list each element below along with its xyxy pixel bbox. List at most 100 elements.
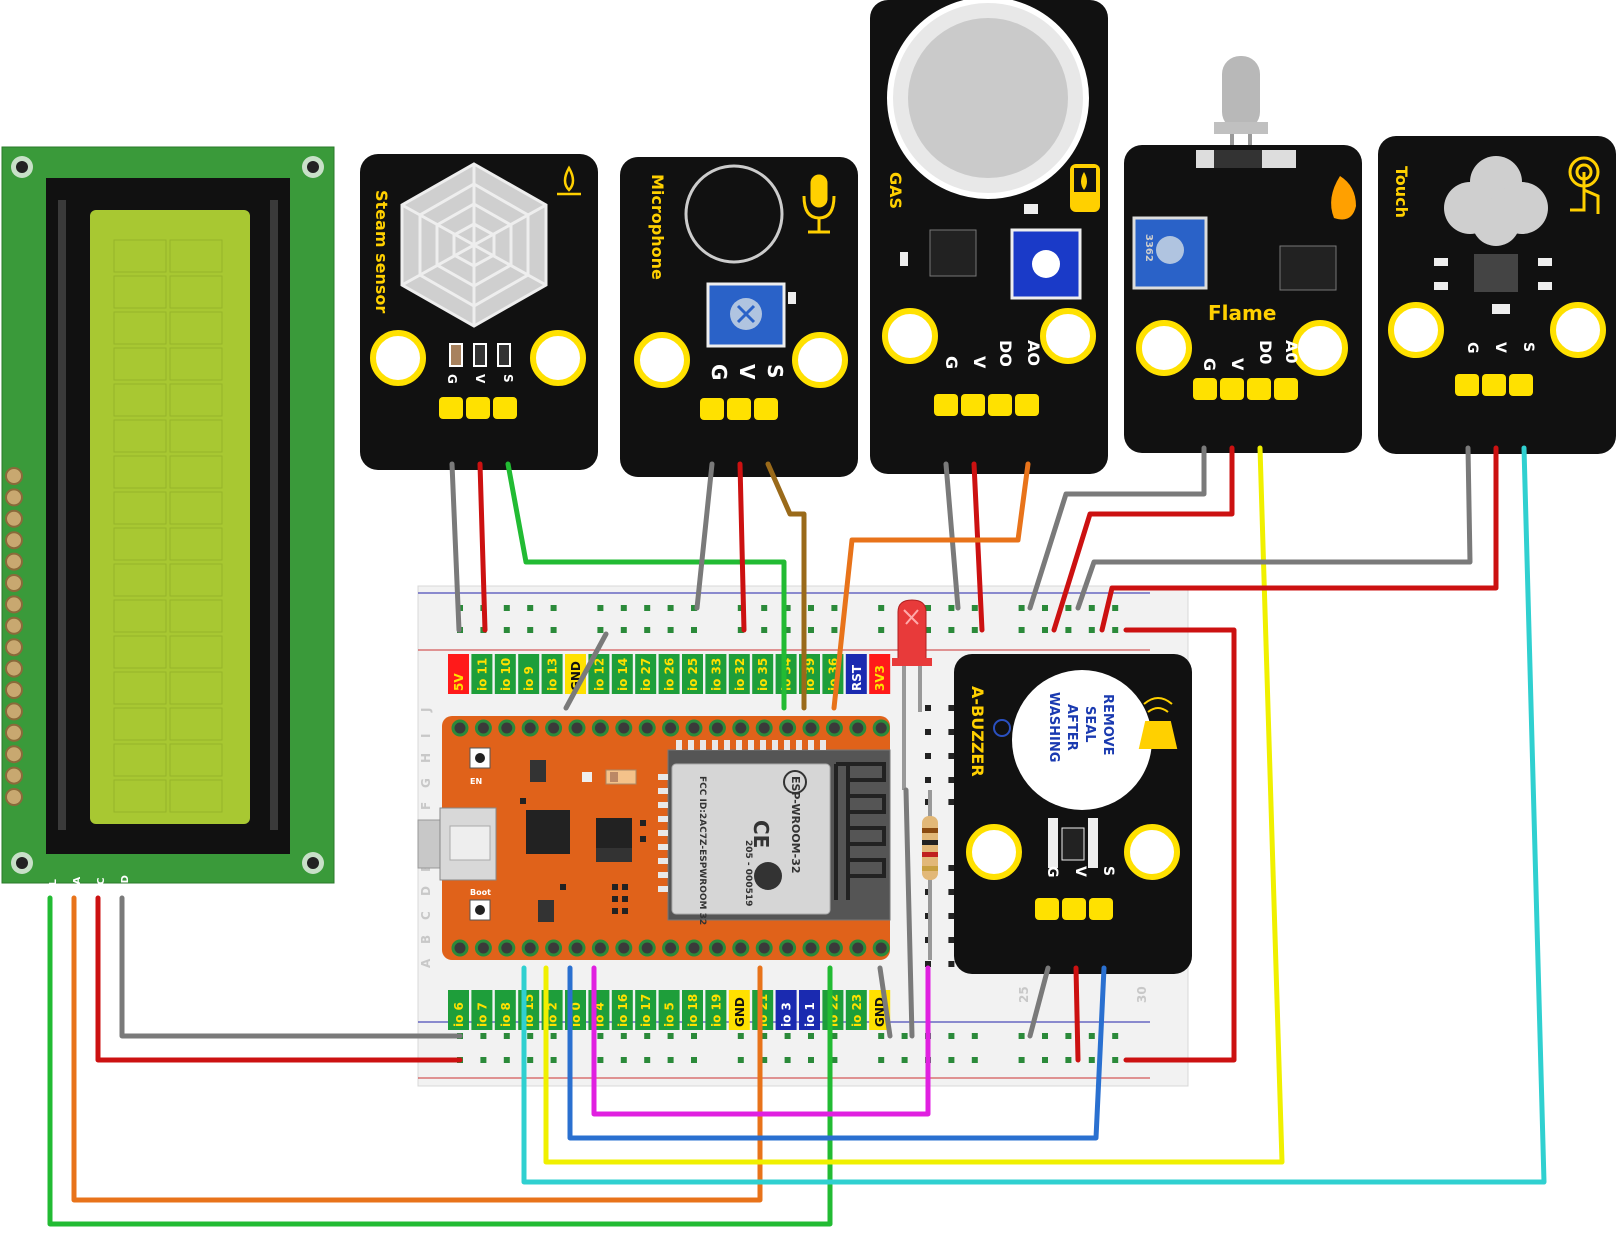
esp-bottom-pin-label: io 16 [616, 994, 630, 1027]
lcd-cell [113, 311, 167, 345]
lcd-cell [169, 671, 223, 705]
rail-hole [831, 605, 838, 611]
breadboard-hole [948, 729, 955, 735]
buzzer-body [1012, 670, 1152, 810]
esp-top-pad [615, 719, 633, 737]
lcd-cell [113, 275, 167, 309]
row-label-g: G [419, 778, 433, 788]
rail-hole [737, 605, 744, 611]
buzzer-pin-v: V [1072, 866, 1088, 877]
gas-flame-icon [1070, 164, 1100, 212]
rail-hole [784, 627, 791, 633]
esp-top-pin-label: RST [850, 664, 864, 691]
rail-hole [1042, 627, 1048, 633]
rail-hole [878, 627, 885, 633]
lcd-cell [169, 239, 223, 273]
row-label-c: C [419, 911, 433, 920]
rail-hole [644, 1033, 651, 1039]
breadboard-hole [948, 705, 955, 711]
col-label-25: 25 [1017, 986, 1031, 1003]
rail-hole [948, 627, 955, 633]
buzzer-pin-g: G [1044, 866, 1060, 878]
rail-hole [597, 627, 604, 633]
wire-led-magenta [591, 965, 931, 1117]
wire-buzzer-g-gray [1027, 965, 1051, 1039]
esp-top-pad [872, 719, 890, 737]
wire-steam-s-green [505, 461, 787, 711]
esp-bottom-pin-label: io 19 [709, 994, 723, 1027]
mic-pin-s: S [763, 364, 787, 378]
wire-touch-v-red [1099, 445, 1499, 633]
esp-bottom-pad [825, 939, 843, 957]
flame-pin-a0: A0 [1282, 340, 1301, 364]
breadboard-hole [948, 961, 955, 967]
lcd-cell [169, 491, 223, 525]
esp-bottom-pin-bg [611, 990, 633, 1030]
lcd-cell [169, 599, 223, 633]
lcd-cell [169, 275, 223, 309]
rail-hole [597, 1033, 604, 1039]
touch-pad [1444, 156, 1548, 246]
esp-bottom-pin-bg [658, 990, 680, 1030]
lcd-pin-pad [5, 745, 23, 764]
rail-hole [644, 1057, 651, 1063]
rail-hole [737, 627, 744, 633]
breadboard-hole [925, 961, 931, 967]
rail-hole [831, 627, 838, 633]
rail-hole [1112, 1033, 1119, 1039]
rail-hole [1042, 1033, 1048, 1039]
esp-bottom-pad [849, 939, 867, 957]
rail-hole [480, 1057, 487, 1063]
esp-top-pin-bg [494, 654, 516, 694]
wire-steam-v-red [477, 461, 488, 633]
steam-pin-s: S [501, 374, 515, 383]
esp-top-pin-label: io 35 [756, 658, 770, 691]
rail-hole [784, 1033, 791, 1039]
gas-pin-ao: AO [1024, 340, 1043, 366]
esp-bottom-pin-bg [775, 990, 797, 1030]
rail-hole [1042, 1057, 1048, 1063]
esp-top-pad [474, 719, 492, 737]
breadboard-hole [948, 937, 955, 943]
rail-hole [503, 1057, 510, 1063]
red-led [892, 599, 932, 790]
wire-gas-v-red [971, 461, 985, 633]
rail-hole [1065, 605, 1072, 611]
rail-hole [691, 605, 697, 611]
rail-hole [1018, 1057, 1025, 1063]
buzzer-seal-line4: WASHING [1046, 692, 1061, 762]
esp-bottom-pin-bg [728, 990, 750, 1030]
esp-bottom-pin-bg [752, 990, 774, 1030]
esp-bottom-pin-label: GND [733, 997, 747, 1027]
rail-hole [971, 1057, 978, 1063]
breadboard-hole [925, 729, 931, 735]
lcd-cell [113, 599, 167, 633]
buzzer-seal-line2: SEAL [1082, 706, 1097, 743]
gas-pin-g: G [942, 356, 961, 369]
lcd-pin-pad [5, 467, 23, 485]
lcd-1602-module: SCL SDA VCC GND [1, 146, 335, 900]
buzzer-seal-line1: REMOVE [1100, 694, 1115, 755]
microphone-capsule [684, 164, 784, 264]
rail-hole [527, 627, 534, 633]
water-drop-icon [557, 165, 581, 196]
rail-hole [620, 1033, 627, 1039]
fcc-id: FCC ID:2AC7Z-ESPWROOM 32 [697, 776, 707, 925]
esp-top-pin-label: io 14 [616, 658, 630, 691]
esp-bottom-pin-label: io 23 [850, 994, 864, 1027]
lcd-cell [113, 779, 167, 813]
gas-title: GAS [886, 172, 905, 209]
breadboard-hole [925, 753, 931, 759]
esp-bottom-pin-label: io 17 [639, 994, 653, 1027]
esp-bottom-pin-bg [682, 990, 703, 1030]
wire-steam-g-gray [449, 461, 462, 633]
touch-finger-icon [1568, 156, 1600, 214]
esp-top-pin-label: io 13 [546, 658, 560, 691]
breadboard-hole [948, 889, 955, 895]
esp-top-pin-label: io 11 [475, 658, 489, 691]
col-label-30: 30 [1135, 986, 1149, 1003]
buzzer-module: REMOVE SEAL AFTER WASHING A-BUZZER G V S [954, 654, 1192, 974]
gas-pin-v: V [970, 356, 989, 369]
